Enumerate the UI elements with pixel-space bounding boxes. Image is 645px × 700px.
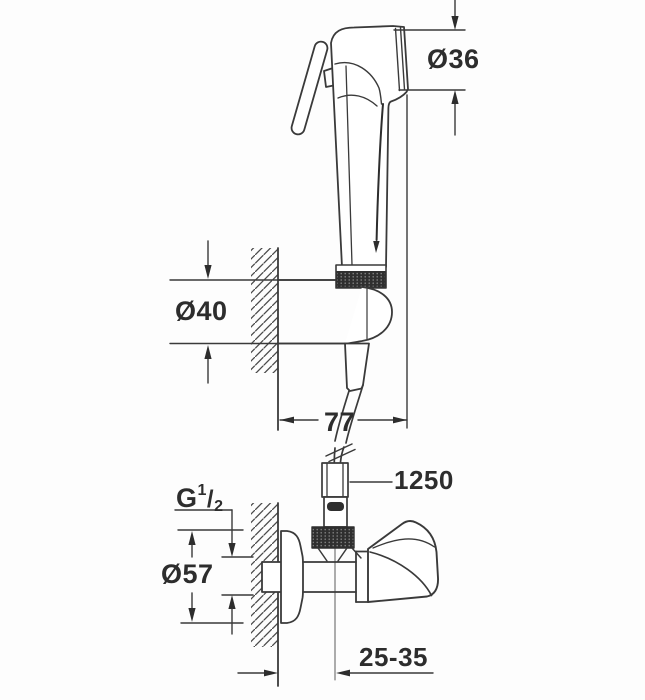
thread-numerator: 1 [197,482,207,499]
wall-hatch-upper [251,248,278,373]
dim-escutcheon-diameter [177,529,244,624]
lower-view [174,462,439,687]
handle-inner-line [345,65,353,266]
wall-section-lower [251,502,279,687]
shower-hose [325,384,364,463]
dim-label-wall-mounting-depth: 25-35 [359,642,428,672]
trigger-lever [290,40,329,136]
thread-denominator: 2 [214,498,224,515]
hand-shower [290,25,409,268]
handwheel-facet-upper [372,538,436,549]
spray-face-line-1 [394,27,401,92]
holder-bulge [344,286,393,345]
handwheel-outline [367,520,439,603]
dim-label-hose-length: 1250 [394,465,454,495]
handle-guide-arrow [373,241,380,253]
thread-prefix: G [176,483,198,513]
knurl-texture-lower [311,526,355,549]
shower-holder [277,279,393,392]
dim-label-holder-diameter: Ø40 [175,296,228,326]
knurl-texture-upper [336,271,386,288]
dim-wall-to-spray-face [279,94,408,429]
hose-outlet [344,342,370,392]
neck-crease-1 [334,61,383,105]
fitting-slot [327,502,344,511]
valve-handwheel [367,520,439,603]
dim-head-diameter [393,0,466,136]
upper-view [169,0,466,483]
handwheel-facet-lower [369,551,433,597]
inlet-pipe [261,561,282,593]
handle-guide-line [375,103,384,241]
spray-face-line-2 [399,27,406,91]
wall-section-upper [251,247,279,431]
dim-label-escutcheon-diameter: Ø57 [161,559,214,589]
dim-label-thread-size: G1/2 [176,483,224,515]
thread-slash: / [206,486,215,513]
dim-wall-mounting-depth [237,669,434,677]
neck-crease-2 [337,94,378,107]
shower-cone-nut [335,264,387,289]
escutcheon [280,530,304,624]
dim-label-head-diameter: Ø36 [427,44,480,74]
angle-valve [261,530,369,624]
hose-break-marks [325,443,356,463]
hose-fitting [321,462,349,528]
valve-union-nut [311,526,355,549]
dim-thread-size [174,509,254,635]
dim-label-wall-to-spray-face: 77 [324,407,356,437]
